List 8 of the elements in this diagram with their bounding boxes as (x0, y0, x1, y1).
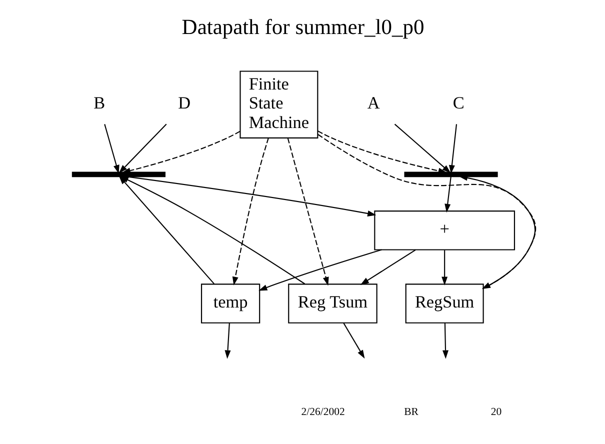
node-text: B (93, 94, 105, 113)
label: BR (404, 406, 418, 418)
label: 20 (490, 406, 502, 418)
diagram-title: Datapath for summer_l0_p0 (181, 14, 424, 39)
node-text: A (366, 94, 380, 113)
label: 2/26/2002 (300, 406, 344, 418)
node-text: D (178, 94, 190, 113)
node-text: C (452, 94, 464, 113)
